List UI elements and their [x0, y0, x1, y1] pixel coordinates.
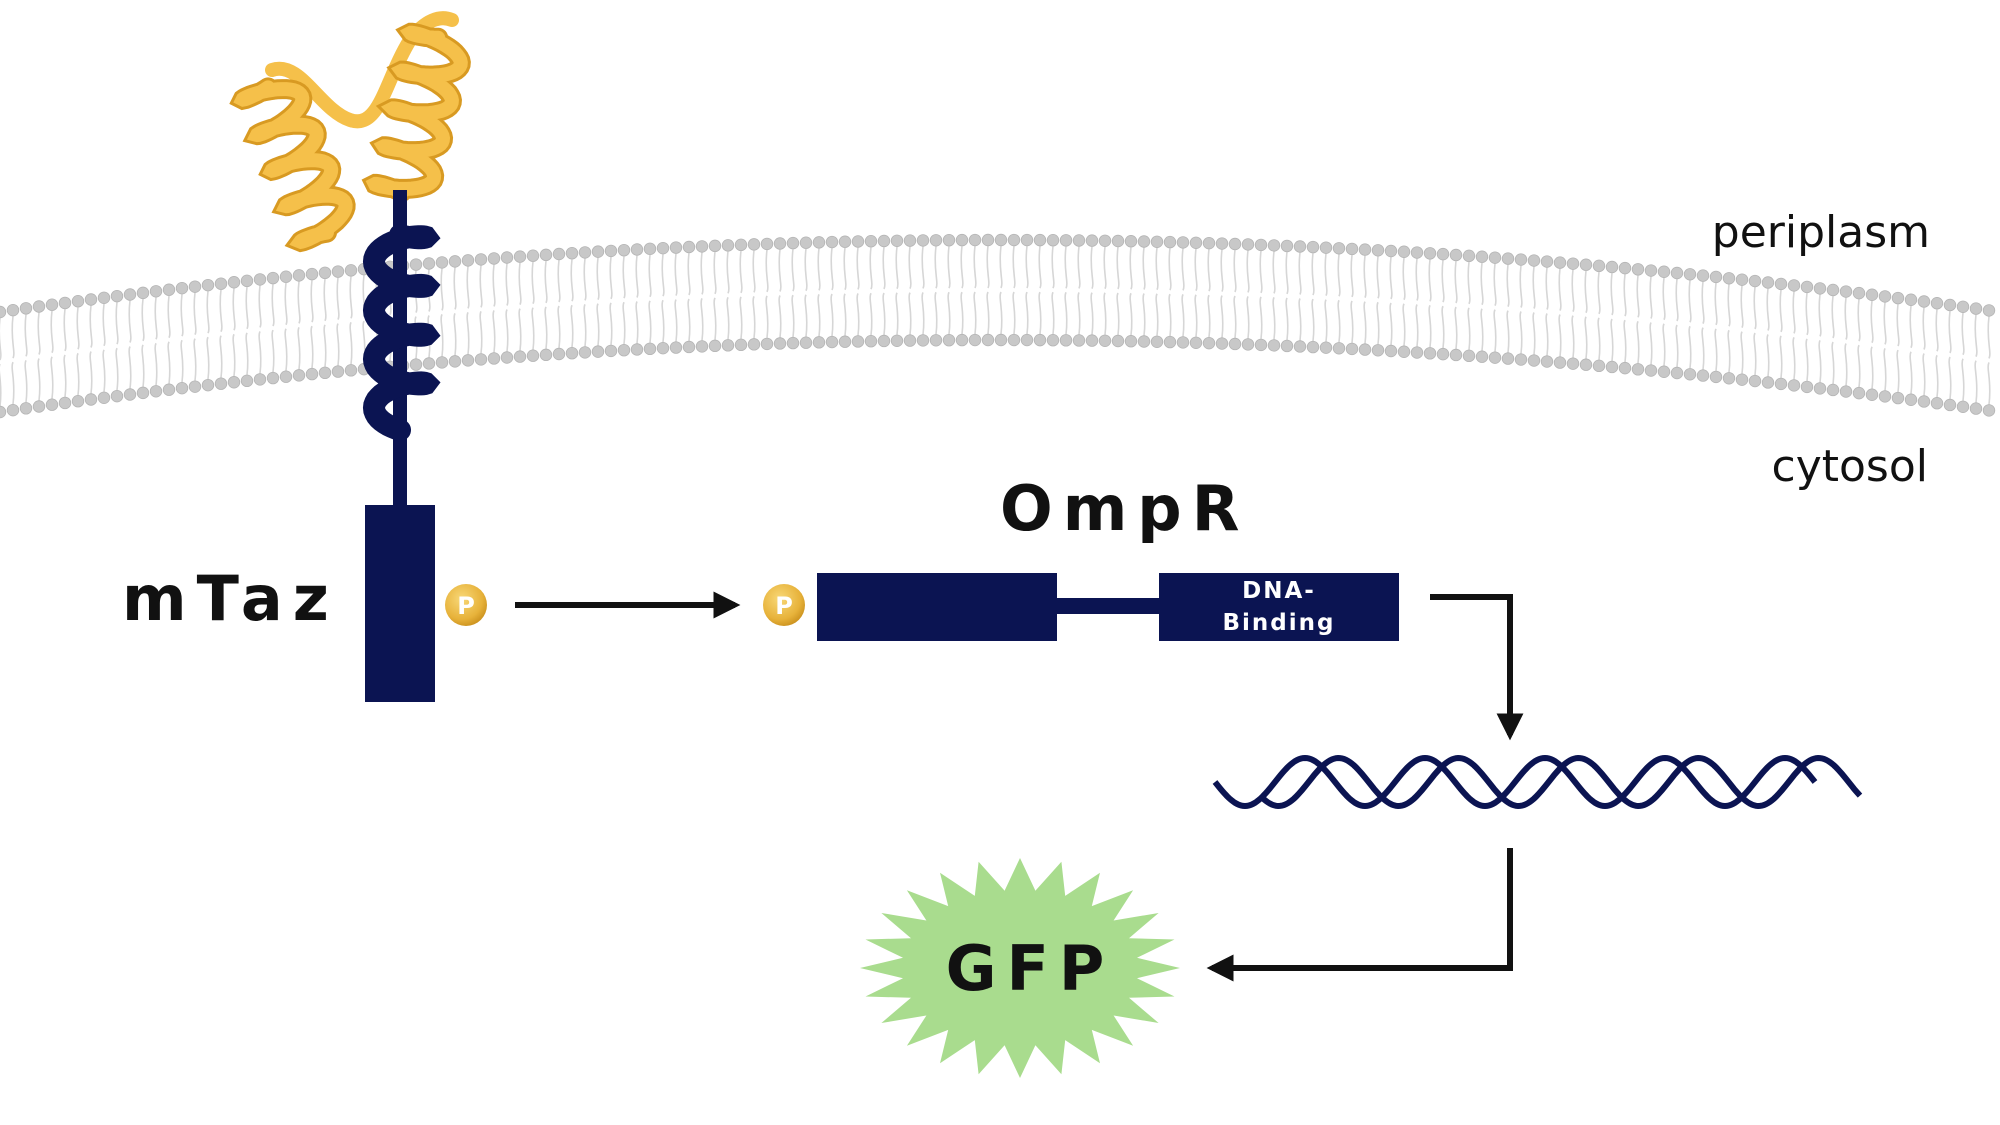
gfp-starburst — [860, 858, 1180, 1078]
ompr-dna-binding-domain — [1159, 573, 1399, 641]
cytosol-label: cytosol — [1772, 441, 1928, 492]
mtaz-kinase-domain — [365, 505, 435, 702]
phosphate-label: P — [457, 592, 475, 620]
ompr-linker — [1057, 598, 1159, 614]
dna-binding-label-line2: Binding — [1223, 610, 1336, 636]
expression-arrow — [1206, 848, 1513, 982]
gfp-label: GFP — [946, 932, 1115, 1005]
cell-membrane — [0, 233, 1996, 419]
phosphate-group-mtaz: P — [445, 584, 487, 626]
dna-double-helix — [1212, 754, 1863, 810]
mtaz-label: mTaz — [122, 562, 339, 635]
binding-arrow — [1430, 594, 1524, 741]
periplasmic-helix-domain — [229, 11, 471, 253]
periplasm-label: periplasm — [1712, 207, 1930, 258]
mtaz-transmembrane-helix — [362, 190, 441, 505]
ompr-receiver-domain — [817, 573, 1057, 641]
dna-binding-label-line1: DNA- — [1242, 578, 1316, 604]
phosphate-group-ompr: P — [763, 584, 805, 626]
phosphate-label: P — [775, 592, 793, 620]
ompr-label: OmpR — [1000, 472, 1249, 545]
